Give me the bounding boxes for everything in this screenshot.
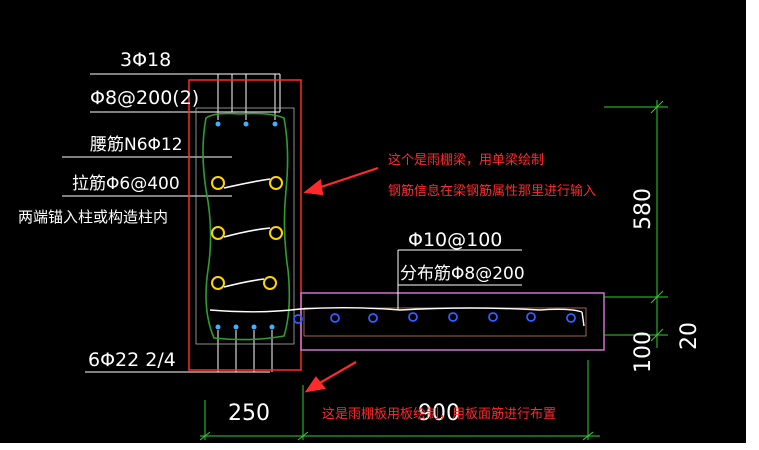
bottom-bars-label: 6Φ22 2/4 (88, 349, 176, 371)
beam-outline (188, 79, 302, 371)
beam-side-bars (211, 176, 283, 290)
anchor-note-label: 两端锚入柱或构造柱内 (18, 208, 168, 226)
slab-offset-dimension: 20 (677, 322, 702, 350)
slab-main-bars-label: Φ10@100 (408, 229, 502, 251)
slab-distribution-bars (293, 312, 576, 324)
beam-concrete-outline (195, 107, 295, 345)
beam-top-bars (215, 121, 278, 127)
side-bars-label: 腰筋N6Φ12 (90, 135, 183, 155)
beam-leader-lines (62, 73, 281, 373)
slab-main-bar (209, 307, 583, 313)
beam-width-dimension: 250 (228, 401, 270, 426)
beam-height-dimension: 580 (631, 188, 656, 230)
slab-length-dimension: 900 (418, 401, 460, 426)
slab-leader-lines (397, 249, 522, 310)
annotation-arrows (303, 166, 379, 393)
dimension-lines (199, 100, 668, 441)
slab-distribution-label: 分布筋Φ8@200 (400, 264, 525, 284)
stirrup-label: Φ8@200(2) (90, 87, 199, 109)
slab-bar-hook (581, 311, 585, 327)
tie-bars-label: 拉筋Φ6@400 (72, 174, 180, 194)
beam-note-line2: 钢筋信息在梁钢筋属性那里进行输入 (388, 183, 596, 199)
beam-bottom-bars (215, 324, 275, 330)
slab-thickness-dimension: 100 (631, 331, 656, 373)
beam-note-line1: 这个是雨棚梁，用单梁绘制 (388, 152, 544, 168)
beam-stirrup (202, 112, 291, 341)
slab-note: 这是雨棚板用板绘制，用板面筋进行布置 (322, 406, 556, 422)
top-bars-label: 3Φ18 (120, 49, 171, 71)
